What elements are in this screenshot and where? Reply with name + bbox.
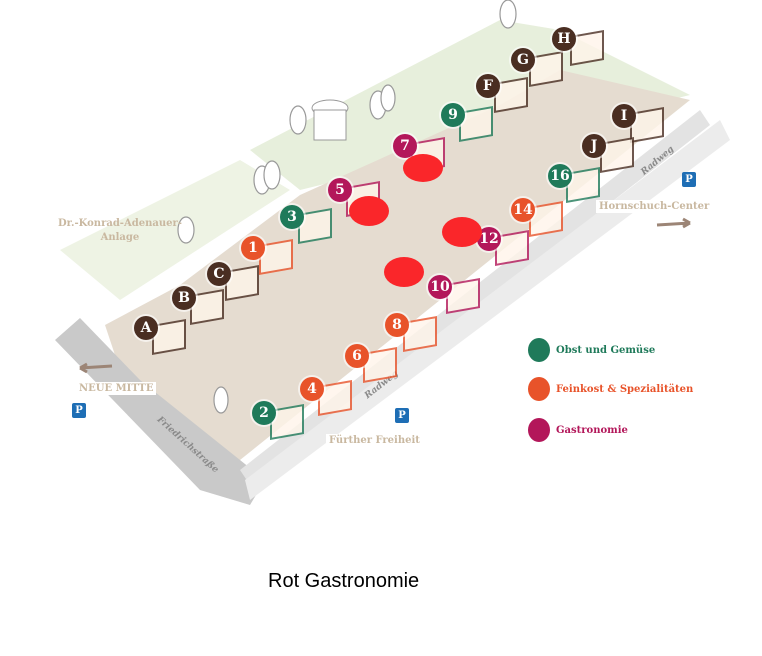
stall-marker-I[interactable]: I [612, 104, 636, 128]
stall-marker-16[interactable]: 16 [548, 164, 572, 188]
stall-marker-G[interactable]: G [511, 48, 535, 72]
legend-dot-icon [528, 377, 550, 401]
park-area [60, 160, 290, 300]
caption: Rot Gastronomie [268, 570, 420, 592]
stall-marker-J[interactable]: J [582, 134, 606, 158]
stall-marker-6[interactable]: 6 [345, 344, 369, 368]
stall-marker-10[interactable]: 10 [428, 275, 452, 299]
friedrichstrasse-road [55, 318, 265, 505]
arrow-right-icon [656, 217, 691, 229]
stall-marker-8[interactable]: 8 [385, 313, 409, 337]
stall-marker-A[interactable]: A [134, 316, 158, 340]
legend-label: Obst und Gemüse [556, 344, 656, 356]
stall-marker-4[interactable]: 4 [300, 377, 324, 401]
stall-marker-1[interactable]: 1 [241, 236, 265, 260]
stall-marker-3[interactable]: 3 [280, 205, 304, 229]
trees [177, 0, 517, 414]
stall-marker-7[interactable]: 7 [393, 134, 417, 158]
park-label-text: Dr.-Konrad-Adenauer- Anlage [58, 218, 182, 243]
parking-icon: P [682, 172, 696, 187]
stall-marker-C[interactable]: C [207, 262, 231, 286]
hornschuch-center-label: Hornschuch-Center [596, 200, 713, 213]
park-label: Dr.-Konrad-Adenauer- Anlage [58, 217, 182, 245]
legend-label: Gastronomie [556, 424, 628, 436]
arrow-left-icon [79, 362, 113, 374]
parking-icon: P [72, 403, 86, 418]
parking-icon: P [395, 408, 409, 423]
fuerther-freiheit-label: Fürther Freiheit [326, 434, 423, 447]
stall-marker-9[interactable]: 9 [441, 103, 465, 127]
legend-item-obst: Obst und Gemüse [528, 338, 655, 362]
stall-marker-F[interactable]: F [476, 74, 500, 98]
legend-dot-icon [528, 338, 550, 362]
stall-marker-B[interactable]: B [172, 286, 196, 310]
highlight-gastronomie [384, 257, 424, 287]
highlight-gastronomie [349, 196, 389, 226]
neue-mitte-label: NEUE MITTE [76, 382, 157, 395]
pavilion [311, 99, 349, 141]
highlight-gastronomie [442, 217, 482, 247]
stall-marker-H[interactable]: H [552, 27, 576, 51]
legend-item-feinkost: Feinkost & Spezialitäten [528, 377, 693, 401]
legend-item-gastronomie: Gastronomie [528, 418, 628, 442]
legend-label: Feinkost & Spezialitäten [556, 383, 694, 395]
stall-marker-2[interactable]: 2 [252, 401, 276, 425]
radweg-road-2 [245, 120, 730, 500]
stall-marker-5[interactable]: 5 [328, 178, 352, 202]
highlight-gastronomie [403, 154, 443, 182]
stall-marker-14[interactable]: 14 [511, 198, 535, 222]
legend-dot-icon [528, 418, 550, 442]
